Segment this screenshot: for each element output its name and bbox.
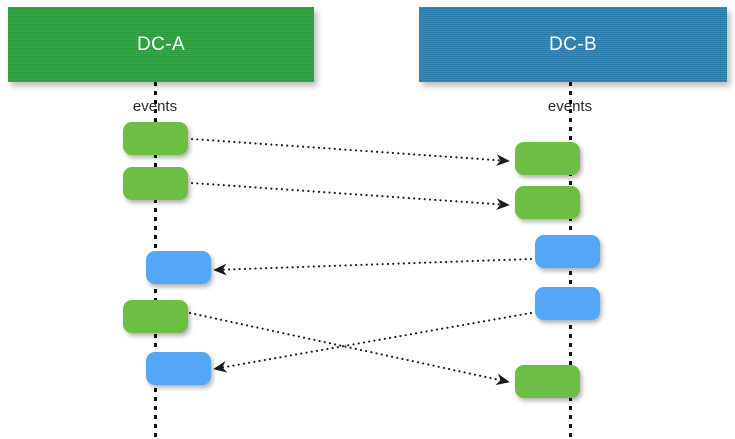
event-box-b5[interactable]: [515, 365, 580, 398]
event-box-b1[interactable]: [515, 142, 580, 175]
lane-title-dc-a: DC-A: [136, 34, 186, 55]
event-box-b4[interactable]: [535, 287, 600, 320]
event-box-b2[interactable]: [515, 186, 580, 219]
events-caption-dc-a: events: [132, 98, 178, 115]
event-box-a2[interactable]: [123, 167, 188, 200]
event-box-a3[interactable]: [146, 251, 211, 284]
arrow-a1-to-b1: [190, 137, 511, 166]
event-box-a1[interactable]: [123, 122, 188, 155]
arrow-a2-to-b2: [190, 181, 511, 210]
arrow-b3-to-a3: [212, 257, 533, 276]
lane-title-dc-b: DC-B: [548, 34, 598, 55]
event-box-b3[interactable]: [535, 235, 600, 268]
arrow-a4-to-b5: [188, 311, 511, 386]
lane-header-dc-b: DC-B: [419, 7, 727, 82]
lane-header-dc-a: DC-A: [8, 7, 314, 82]
event-box-a5[interactable]: [146, 352, 211, 385]
events-caption-dc-b: events: [547, 98, 593, 115]
event-box-a4[interactable]: [123, 300, 188, 333]
arrow-b4-to-a5: [212, 311, 533, 373]
